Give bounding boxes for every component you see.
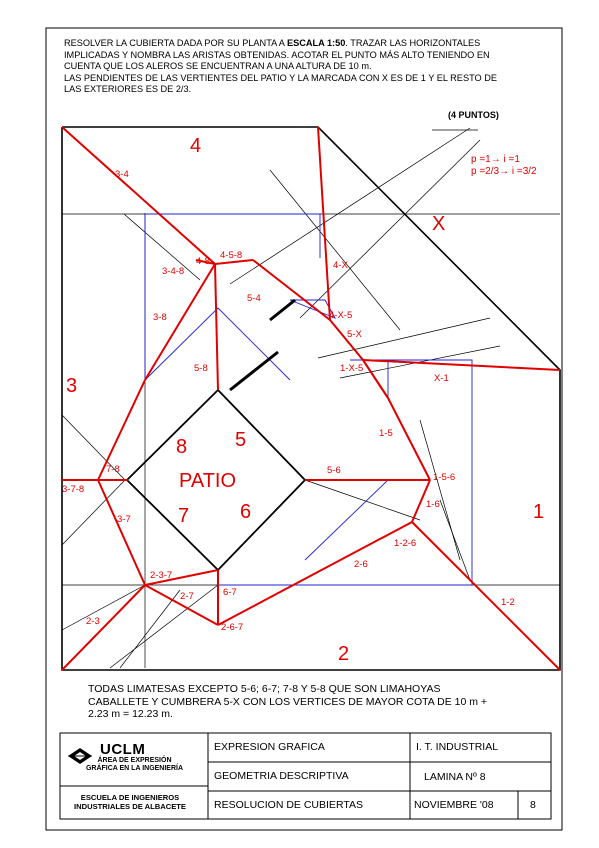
edge-label: 1-5 xyxy=(379,428,393,439)
edge-label: 4-5-8 xyxy=(220,250,242,261)
slope-note-1: p =1→ i =1 xyxy=(471,154,520,165)
exercise-cell: RESOLUCION DE CUBIERTAS xyxy=(214,799,363,811)
edge-label: 3-4 xyxy=(115,169,129,180)
roof-outline xyxy=(61,126,561,671)
logo-subtitle: ÁREA DE EXPRESIÓN GRÁFICA EN LA INGENIER… xyxy=(82,757,187,773)
face-5-label: 5 xyxy=(235,429,246,451)
face-7-label: 7 xyxy=(178,505,189,527)
statement-line: CUENTA QUE LOS ALEROS SE ENCUENTRAN A UN… xyxy=(64,61,372,71)
face-3-label: 3 xyxy=(66,375,77,397)
edge-label: 2-3 xyxy=(86,616,100,627)
slope-notes: p =1→ i =1 p =2/3→ i =3/2 xyxy=(471,154,537,177)
face-2-label: 2 xyxy=(338,643,349,665)
slope-note-2: p =2/3→ i =3/2 xyxy=(471,166,537,177)
edge-label: 1-X-5 xyxy=(340,363,363,374)
edge-label: 3-7-8 xyxy=(62,484,84,495)
edge-labels: 3-4 4-8 4-5-8 3-4-8 4-X 5-4 4-X-5 5-X 1-… xyxy=(62,169,515,633)
edge-label: 1-5-6 xyxy=(433,472,455,483)
statement-line: IMPLICADAS Y NOMBRA LAS ARISTAS OBTENIDA… xyxy=(64,49,490,60)
edge-label: 2-3-7 xyxy=(150,570,172,581)
edge-label: 4-X-5 xyxy=(329,310,352,321)
sheet-number-cell: 8 xyxy=(530,799,536,811)
edge-label: 5-6 xyxy=(327,465,341,476)
note-line: CABALLETE Y CUMBRERA 5-X CON LOS VERTICE… xyxy=(88,695,488,708)
edge-label: 3-8 xyxy=(153,312,167,323)
face-4-label: 4 xyxy=(190,135,201,157)
sheet-label-cell: LAMINA Nº 8 xyxy=(424,771,486,783)
edge-label: 3-4-8 xyxy=(162,266,184,277)
school-name: ESCUELA DE INGENIEROS INDUSTRIALES DE AL… xyxy=(62,793,198,811)
edge-label: 5-X xyxy=(347,329,362,340)
edge-label: 3-7 xyxy=(117,514,131,525)
edge-label: 4-8 xyxy=(196,256,210,267)
patio-label: PATIO xyxy=(179,470,236,492)
edge-label: 5-8 xyxy=(194,363,208,374)
uclm-logo-icon xyxy=(68,748,92,764)
statement-line: LAS EXTERIORES ES DE 2/3. xyxy=(64,84,192,94)
ridge-lines xyxy=(61,126,561,671)
edge-label: 7-8 xyxy=(106,464,120,475)
face-labels: 4 X 3 1 2 PATIO 8 5 7 6 xyxy=(66,135,544,665)
edge-label: 1-2 xyxy=(501,597,515,608)
edge-label: 5-4 xyxy=(247,293,261,304)
school-line: ESCUELA DE INGENIEROS xyxy=(80,793,180,802)
edge-label: 2-6-7 xyxy=(221,622,243,633)
school-line: INDUSTRIALES DE ALBACETE xyxy=(74,802,186,811)
face-8-label: 8 xyxy=(176,436,187,458)
points-value: (4 PUNTOS) xyxy=(448,110,499,120)
statement-line: . TRAZAR LAS HORIZONTALES xyxy=(345,38,481,48)
horizontal-lines xyxy=(144,213,473,586)
face-6-label: 6 xyxy=(240,501,251,523)
date-cell: NOVIEMBRE '08 xyxy=(414,799,494,811)
subject-cell: EXPRESION GRAFICA xyxy=(214,741,325,753)
problem-statement: RESOLVER LA CUBIERTA DADA POR SU PLANTA … xyxy=(64,38,564,96)
title-block-grid xyxy=(59,732,552,820)
face-1-label: 1 xyxy=(533,501,544,523)
edge-label: 1-2-6 xyxy=(394,538,416,549)
logo-wordmark: UCLM xyxy=(100,741,146,758)
edge-label: 1-6 xyxy=(426,499,440,510)
logo-sub-line: ÁREA DE EXPRESIÓN xyxy=(97,757,172,764)
sheet-frame xyxy=(45,27,563,831)
edge-label: 6-7 xyxy=(223,587,237,598)
face-x-label: X xyxy=(432,213,445,235)
statement-line: RESOLVER LA CUBIERTA DADA POR SU PLANTA … xyxy=(64,38,287,48)
topic-cell: GEOMETRIA DESCRIPTIVA xyxy=(214,770,349,782)
note-line: TODAS LIMATESAS EXCEPTO 5-6; 6-7; 7-8 Y … xyxy=(88,683,441,695)
statement-line: LAS PENDIENTES DE LAS VERTIENTES DEL PAT… xyxy=(64,72,497,83)
emphasis-strokes xyxy=(229,298,296,392)
construction-lines xyxy=(61,127,560,669)
edge-label: 4-X xyxy=(333,260,348,271)
solution-note: TODAS LIMATESAS EXCEPTO 5-6; 6-7; 7-8 Y … xyxy=(88,683,558,721)
note-line: 2.23 m = 12.23 m. xyxy=(88,708,173,720)
edge-label: 2-7 xyxy=(180,591,194,602)
logo-sub-line: GRÁFICA EN LA INGENIERÍA xyxy=(85,765,184,772)
edge-label: 2-6 xyxy=(354,559,368,570)
edge-label: X-1 xyxy=(434,373,449,384)
statement-scale: ESCALA 1:50 xyxy=(286,38,346,48)
degree-cell: I. T. INDUSTRIAL xyxy=(416,741,499,753)
